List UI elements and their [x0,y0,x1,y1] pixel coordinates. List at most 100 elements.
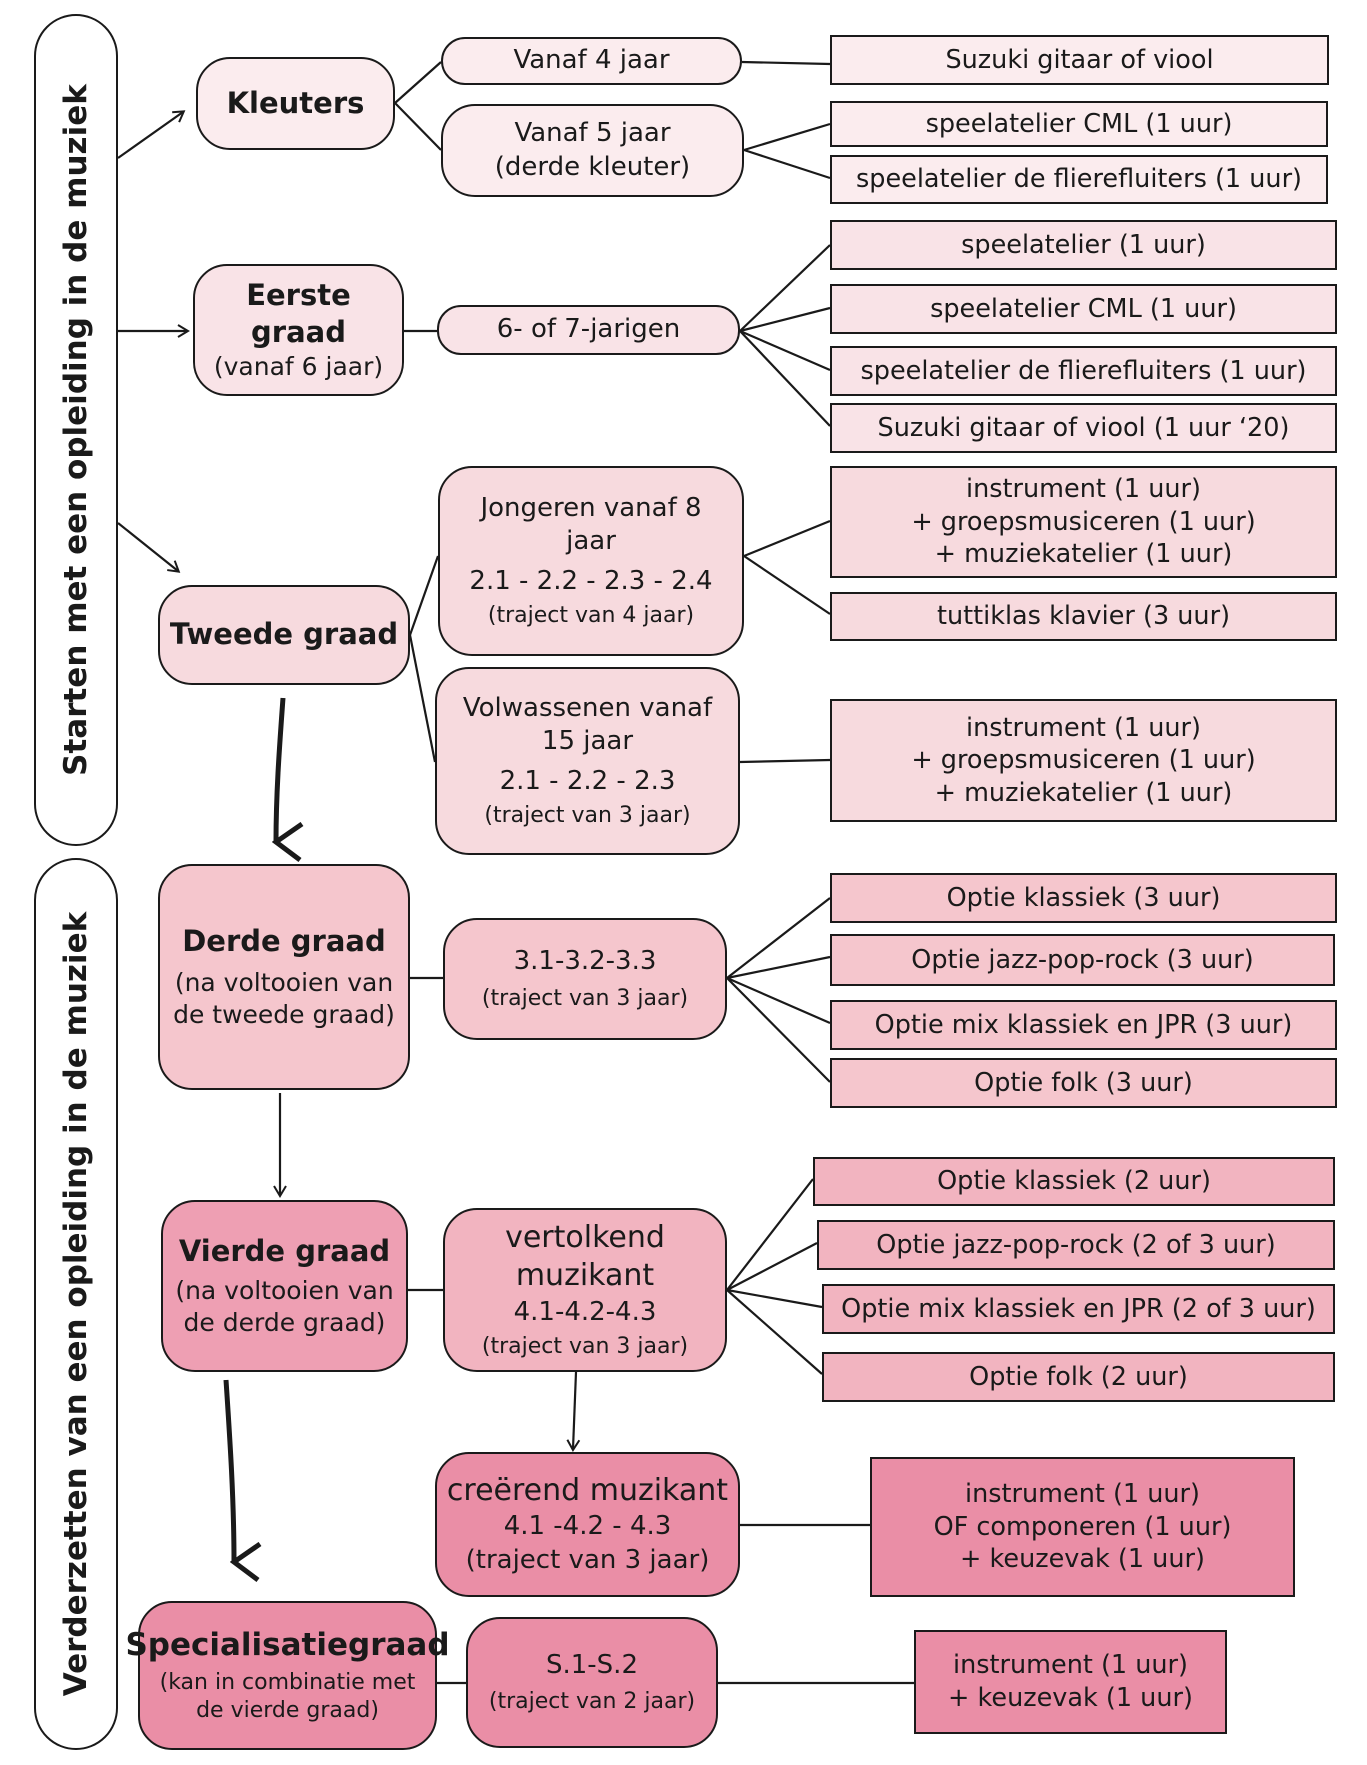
level-kleuters-title: Kleuters [226,85,365,120]
option-speelatelier-flier-kleuter: speelatelier de flierefluiters (1 uur) [830,155,1328,204]
track-specialisatie: S.1-S.2 (traject van 2 jaar) [466,1617,718,1748]
option-speelatelier-flier-kleuter-text: speelatelier de flierefluiters (1 uur) [855,164,1303,195]
track-6-7-text: 6- of 7-jarigen [496,314,681,345]
level-derde-graad: Derde graad (na voltooien van de tweede … [158,864,410,1090]
level-eerste-subtitle: (vanaf 6 jaar) [213,352,384,382]
option-derde-jazz-text: Optie jazz-pop-rock (3 uur) [911,944,1254,975]
option-volwassenen-pakket-line2: + groepsmusiceren (1 uur) [911,745,1256,776]
option-creerend-pakket-line1: instrument (1 uur) [964,1479,1200,1510]
track-volwassenen-line4: (traject van 3 jaar) [484,802,691,828]
option-vierde-jazz: Optie jazz-pop-rock (2 of 3 uur) [817,1220,1335,1270]
track-6-of-7-jarigen: 6- of 7-jarigen [437,305,740,355]
option-vierde-klassiek-text: Optie klassiek (2 uur) [937,1166,1211,1197]
track-volwassenen-line1: Volwassenen vanaf [462,693,713,724]
arrow-to-kleuters [117,110,186,159]
track-vertolkend-line1: vertolkend [505,1219,665,1255]
level-vierde-graad: Vierde graad (na voltooien van de derde … [161,1200,408,1372]
level-derde-subtitle-2: de tweede graad) [173,999,395,1029]
option-suzuki-eerste-text: Suzuki gitaar of viool (1 uur ‘20) [877,412,1290,443]
option-suzuki-kleuter-text: Suzuki gitaar of viool [945,44,1214,75]
option-speelatelier-flier-eerste-text: speelatelier de flierefluiters (1 uur) [860,355,1307,386]
level-spec-title: Specialisatiegraad [125,1626,450,1663]
level-spec-subtitle-2: de vierde graad) [196,1698,379,1724]
track-jongeren-line2: jaar [566,526,616,557]
option-vierde-mix-text: Optie mix klassiek en JPR (2 of 3 uur) [841,1293,1316,1324]
track-vanaf-4-jaar: Vanaf 4 jaar [441,37,742,85]
track-volwassenen-line3: 2.1 - 2.2 - 2.3 [499,765,676,796]
level-vierde-title: Vierde graad [178,1234,391,1269]
option-jongeren-pakket: instrument (1 uur) + groepsmusiceren (1 … [830,466,1337,578]
option-tuttiklas: tuttiklas klavier (3 uur) [830,592,1337,641]
track-vanaf-4-text: Vanaf 4 jaar [513,45,670,76]
track-vertolkend-muzikant: vertolkend muzikant 4.1-4.2-4.3 (traject… [443,1208,727,1372]
option-creerend-pakket-line3: + keuzevak (1 uur) [960,1544,1205,1575]
option-suzuki-eerste: Suzuki gitaar of viool (1 uur ‘20) [830,403,1337,453]
track-jongeren-line1: Jongeren vanaf 8 [480,493,702,524]
option-spec-pakket-line1: instrument (1 uur) [952,1650,1188,1681]
track-volwassenen-line2: 15 jaar [541,726,634,757]
level-derde-title: Derde graad [182,924,386,959]
option-volwassenen-pakket-line1: instrument (1 uur) [965,712,1201,743]
option-derde-mix-text: Optie mix klassiek en JPR (3 uur) [874,1009,1293,1040]
option-spec-pakket: instrument (1 uur) + keuzevak (1 uur) [914,1630,1227,1734]
track-vanaf-5-line2: (derde kleuter) [494,151,691,182]
track-creerend-line2: 4.1 -4.2 - 4.3 [503,1511,672,1542]
option-derde-folk: Optie folk (3 uur) [830,1058,1337,1108]
level-kleuters: Kleuters [196,57,395,150]
track-vanaf-5-line1: Vanaf 5 jaar [514,118,671,149]
option-vierde-jazz-text: Optie jazz-pop-rock (2 of 3 uur) [876,1229,1276,1260]
option-volwassenen-pakket: instrument (1 uur) + groepsmusiceren (1 … [830,699,1337,822]
track-vanaf-5-jaar: Vanaf 5 jaar (derde kleuter) [441,104,744,197]
level-eerste-graad: Eerste graad (vanaf 6 jaar) [193,264,404,396]
level-tweede-title: Tweede graad [169,617,399,652]
option-jongeren-pakket-line3: + muziekatelier (1 uur) [934,539,1233,570]
arrow-vierde-to-specialisatie [223,1379,234,1562]
side-label-start: Starten met een opleiding in de muziek [34,14,118,846]
arrow-vertolkend-to-creerend [566,1371,581,1452]
level-spec-subtitle-1: (kan in combinatie met [159,1670,416,1696]
option-creerend-pakket: instrument (1 uur) OF componeren (1 uur)… [870,1457,1295,1597]
track-jongeren-line3: 2.1 - 2.2 - 2.3 - 2.4 [469,565,713,596]
track-creerend-line1: creërend muzikant [446,1473,729,1509]
track-derde-line2: (traject van 3 jaar) [481,985,689,1011]
level-vierde-subtitle-2: de derde graad) [183,1307,386,1337]
track-creerend-muzikant: creërend muzikant 4.1 -4.2 - 4.3 (trajec… [435,1452,740,1597]
option-speelatelier-cml-kleuter: speelatelier CML (1 uur) [830,101,1328,147]
track-jongeren: Jongeren vanaf 8 jaar 2.1 - 2.2 - 2.3 - … [438,466,744,656]
option-jongeren-pakket-line1: instrument (1 uur) [965,474,1201,505]
side-label-continue: Verderzetten van een opleiding in de muz… [34,858,118,1750]
level-derde-subtitle-1: (na voltooien van [174,967,394,997]
track-derde-graad: 3.1-3.2-3.3 (traject van 3 jaar) [443,918,727,1040]
option-speelatelier-cml-eerste: speelatelier CML (1 uur) [830,284,1337,334]
option-speelatelier-cml-eerste-text: speelatelier CML (1 uur) [930,293,1237,324]
option-creerend-pakket-line2: OF componeren (1 uur) [933,1511,1232,1542]
arrow-tweede-to-derde [276,697,283,842]
level-specialisatiegraad: Specialisatiegraad (kan in combinatie me… [125,1601,450,1750]
side-label-start-text: Starten met een opleiding in de muziek [58,84,94,776]
side-label-continue-text: Verderzetten van een opleiding in de muz… [58,911,94,1697]
option-spec-pakket-line2: + keuzevak (1 uur) [948,1683,1193,1713]
track-vertolkend-line3: 4.1-4.2-4.3 [513,1296,657,1327]
option-derde-klassiek: Optie klassiek (3 uur) [830,873,1337,923]
option-derde-folk-text: Optie folk (3 uur) [974,1067,1193,1098]
option-suzuki-kleuter: Suzuki gitaar of viool [830,35,1329,85]
option-derde-mix: Optie mix klassiek en JPR (3 uur) [830,1000,1337,1050]
track-jongeren-line4: (traject van 4 jaar) [487,602,695,628]
option-volwassenen-pakket-line3: + muziekatelier (1 uur) [934,777,1233,808]
option-tuttiklas-text: tuttiklas klavier (3 uur) [936,601,1231,632]
track-creerend-line3: (traject van 3 jaar) [465,1544,710,1575]
track-vertolkend-line2: muzikant [515,1258,655,1294]
level-eerste-title: Eerste graad [246,277,351,349]
option-speelatelier-flier-eerste: speelatelier de flierefluiters (1 uur) [830,346,1337,396]
arrow-to-tweede [117,522,181,573]
option-jongeren-pakket-line2: + groepsmusiceren (1 uur) [911,506,1256,537]
option-derde-klassiek-text: Optie klassiek (3 uur) [946,882,1221,913]
option-speelatelier-eerste-text: speelatelier (1 uur) [961,229,1206,260]
level-tweede-graad: Tweede graad [158,585,410,685]
track-derde-line1: 3.1-3.2-3.3 [513,946,657,977]
option-speelatelier-cml-kleuter-text: speelatelier CML (1 uur) [925,108,1233,139]
track-spec-line2: (traject van 2 jaar) [488,1689,696,1715]
option-speelatelier-eerste: speelatelier (1 uur) [830,220,1337,270]
track-volwassenen: Volwassenen vanaf 15 jaar 2.1 - 2.2 - 2.… [435,667,740,855]
